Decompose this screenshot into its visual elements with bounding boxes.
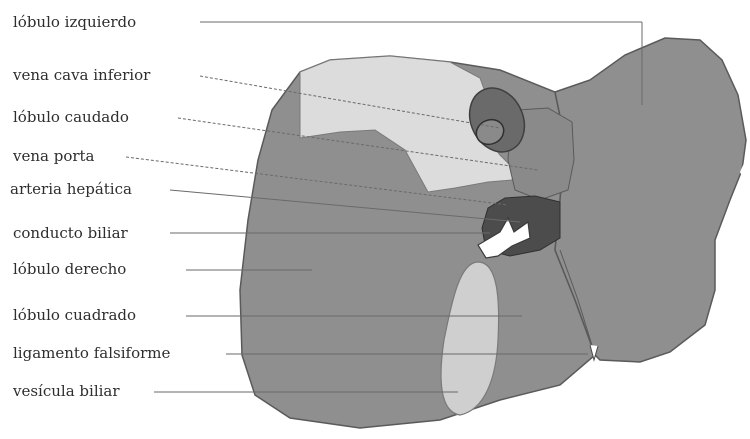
label-hepatic-artery: arteria hepática [10,180,132,198]
label-gallbladder: vesícula biliar [12,382,120,400]
label-left-lobe: lóbulo izquierdo [13,13,136,31]
label-inferior-vena-cava: vena cava inferior [12,66,151,84]
label-caudate-lobe: lóbulo caudado [13,108,129,126]
label-right-lobe: lóbulo derecho [13,260,126,278]
label-quadrate-lobe: lóbulo cuadrado [13,306,136,324]
label-portal-vein: vena porta [12,147,95,165]
label-falciform-ligament: ligamento falsiforme [13,344,170,362]
left-lobe-shape [555,38,746,362]
label-bile-duct: conducto biliar [13,224,129,242]
